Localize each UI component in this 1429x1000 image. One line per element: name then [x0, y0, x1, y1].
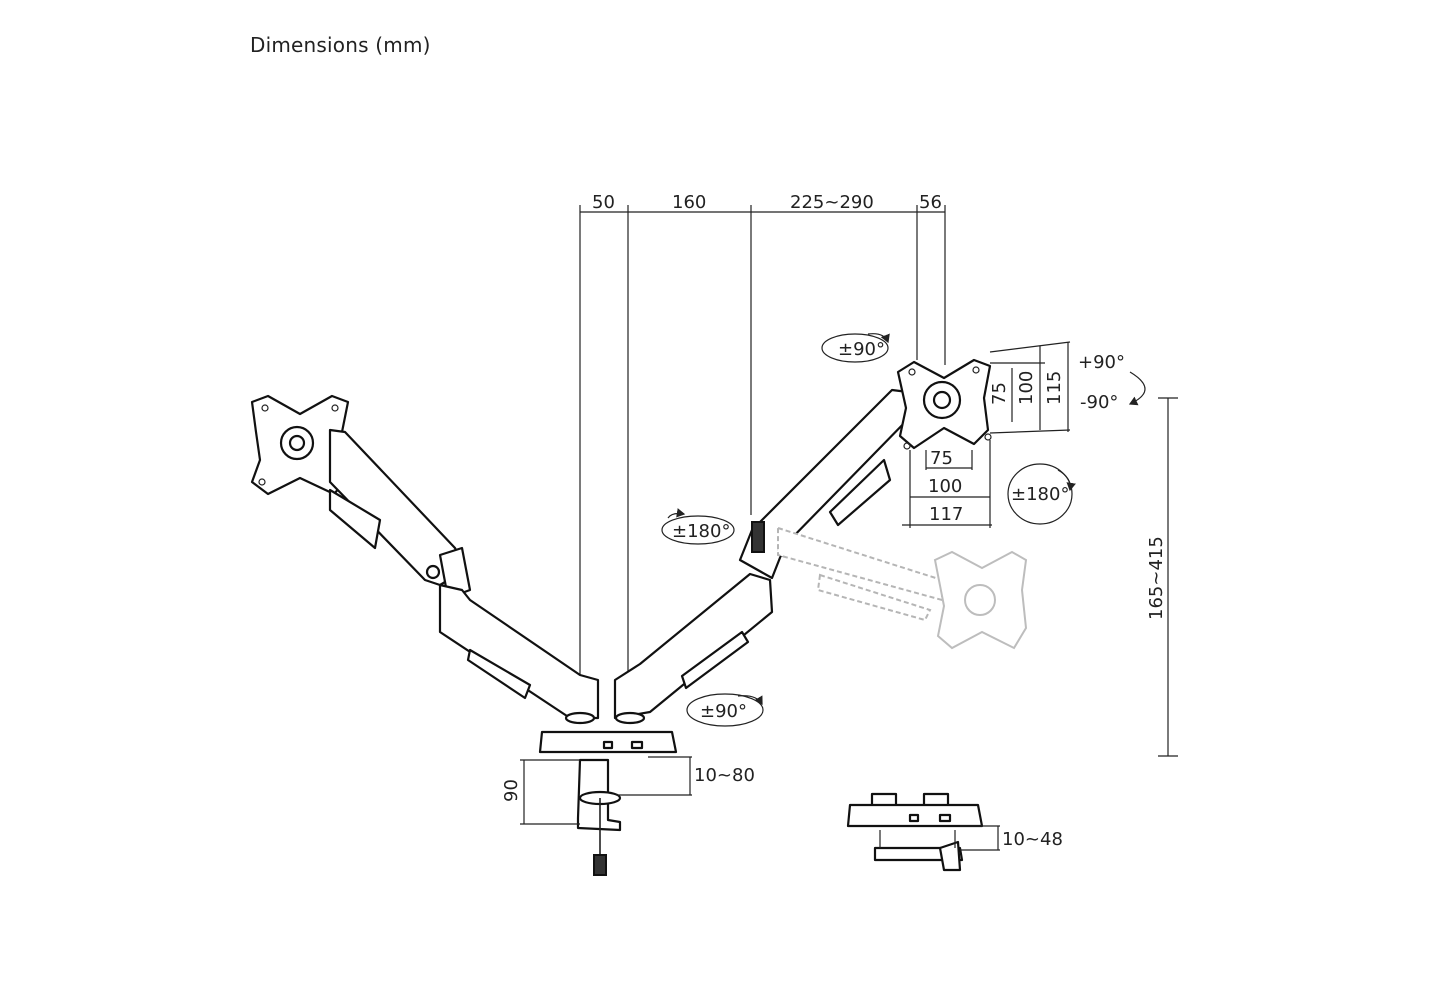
base-swivel-badge [686, 693, 764, 727]
elbow-label: ±180° [672, 521, 730, 542]
rotate-arrow-icon [867, 333, 890, 344]
vesa-h117: 117 [929, 504, 963, 525]
elbow-badge [661, 508, 735, 545]
desk-clamp [538, 730, 678, 876]
vesa-dimension-lines [902, 341, 1071, 528]
swivel-head-badge [821, 333, 890, 363]
height-range-label: 165~415 [1146, 536, 1167, 620]
grommet-range-label: 10~48 [1002, 829, 1063, 850]
vesa-h75: 75 [930, 448, 953, 469]
dimension-225-290: 225~290 [790, 192, 874, 213]
right-lower-arm [613, 572, 774, 725]
dimension-50: 50 [592, 192, 615, 213]
tilt-arrow-icon [1128, 371, 1146, 406]
clamp-range-label: 10~80 [694, 765, 755, 786]
base-swivel-label: ±90° [700, 701, 747, 722]
clamp-depth-label: 90 [501, 779, 522, 802]
vesa-v75: 75 [989, 382, 1010, 405]
vesa-v100: 100 [1016, 371, 1037, 405]
left-lower-arm [438, 583, 600, 725]
grommet-dimension-lines [960, 825, 1000, 851]
rotate-head-badge [1007, 463, 1076, 525]
height-dimension-line [1158, 397, 1178, 757]
ghost-arm-position [777, 526, 1028, 650]
left-upper-arm [328, 428, 472, 600]
top-dimension-lines [579, 205, 946, 680]
dimension-160: 160 [672, 192, 706, 213]
right-vesa-plate [896, 358, 992, 450]
tilt-minus-label: -90° [1080, 392, 1118, 413]
clamp-dimension-lines [520, 756, 692, 825]
rotate-arrow-icon [1057, 469, 1076, 492]
rotate-head-label: ±180° [1011, 484, 1069, 505]
rotate-arrow-icon [667, 508, 686, 519]
vesa-v115: 115 [1044, 371, 1065, 405]
dimension-56: 56 [919, 192, 942, 213]
page-title: Dimensions (mm) [250, 33, 431, 57]
vesa-h100: 100 [928, 476, 962, 497]
grommet-base [846, 792, 984, 872]
rotate-arrow-icon [737, 695, 763, 706]
tilt-plus-label: +90° [1078, 352, 1125, 373]
swivel-head-label: ±90° [838, 339, 885, 360]
